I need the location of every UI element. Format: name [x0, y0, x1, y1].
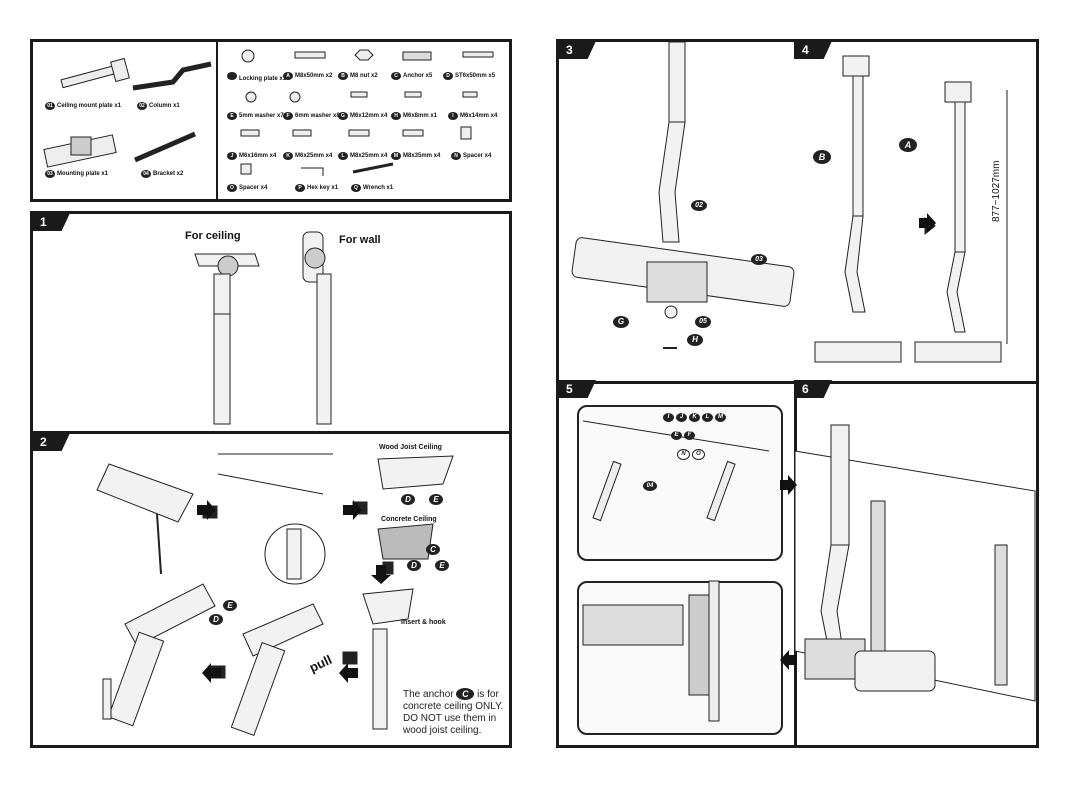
callout-e-step5: E	[671, 431, 682, 440]
callout-d-2: D	[407, 560, 421, 571]
insert-hook-label: Insert & hook	[401, 619, 446, 626]
callout-n-step5: N	[677, 449, 690, 460]
callout-e-3: E	[223, 600, 237, 611]
step-3-illustration	[571, 41, 795, 349]
step-5-illustration	[582, 420, 770, 722]
step-4-badge: 4	[794, 41, 832, 59]
callout-k: K	[689, 413, 700, 422]
callout-g: G	[613, 316, 629, 328]
callout-04: 04	[643, 481, 657, 491]
height-range-label: 877~1027mm	[991, 160, 1002, 222]
callout-h: H	[687, 334, 703, 346]
step-5-codes: I J K L M	[663, 413, 726, 422]
step-5-codes-3: N O	[677, 449, 705, 460]
step-5-badge: 5	[558, 380, 596, 398]
step-5-topline	[559, 381, 796, 384]
callout-c: C	[426, 544, 440, 555]
step-1-illustration	[194, 231, 332, 425]
step-5-codes-2: E F	[671, 431, 695, 440]
callout-m: M	[715, 413, 726, 422]
callout-03: 03	[751, 254, 767, 265]
step-4-illustration	[814, 55, 1008, 363]
step-1-badge: 1	[32, 213, 70, 231]
callout-e-2: E	[435, 560, 449, 571]
step-5-panel: 5 I J K L M E F N O 04	[556, 380, 799, 748]
anchor-note: The anchor C is for concrete ceiling ONL…	[403, 688, 504, 736]
step-6-illustration	[794, 424, 1036, 702]
parts-illustrations	[43, 49, 494, 176]
callout-f-step5: F	[684, 431, 695, 440]
step-3-panel: 3 02 03 G 05 H	[556, 39, 799, 385]
step-1-panel: 1 For ceiling For wall	[30, 211, 512, 435]
callout-i: I	[663, 413, 674, 422]
callout-l: L	[702, 413, 713, 422]
part-label-locking: Locking plate x1	[227, 72, 286, 82]
callout-02: 02	[691, 200, 707, 211]
step-6-badge: 6	[794, 380, 832, 398]
for-wall-label: For wall	[339, 234, 381, 246]
callout-j: J	[676, 413, 687, 422]
step-4-panel: 4 A B 877~1027mm	[794, 39, 1039, 385]
callout-e-1: E	[429, 494, 443, 505]
step-6-panel: 6	[794, 380, 1039, 748]
callout-o-step5: O	[692, 449, 705, 460]
callout-d-1: D	[401, 494, 415, 505]
callout-a: A	[899, 138, 917, 152]
for-ceiling-label: For ceiling	[185, 230, 241, 242]
step-6-topline	[795, 381, 1036, 384]
step-2-panel: 2 Wood Joist Ceiling Concrete Ceiling In…	[30, 431, 512, 748]
callout-b: B	[813, 150, 831, 164]
callout-05: 05	[695, 316, 711, 328]
parts-divider	[216, 42, 218, 199]
wood-joist-label: Wood Joist Ceiling	[379, 444, 442, 451]
concrete-label: Concrete Ceiling	[381, 516, 437, 523]
step-3-badge: 3	[558, 41, 596, 59]
step-2-badge: 2	[32, 433, 70, 451]
callout-d-3: D	[209, 614, 223, 625]
